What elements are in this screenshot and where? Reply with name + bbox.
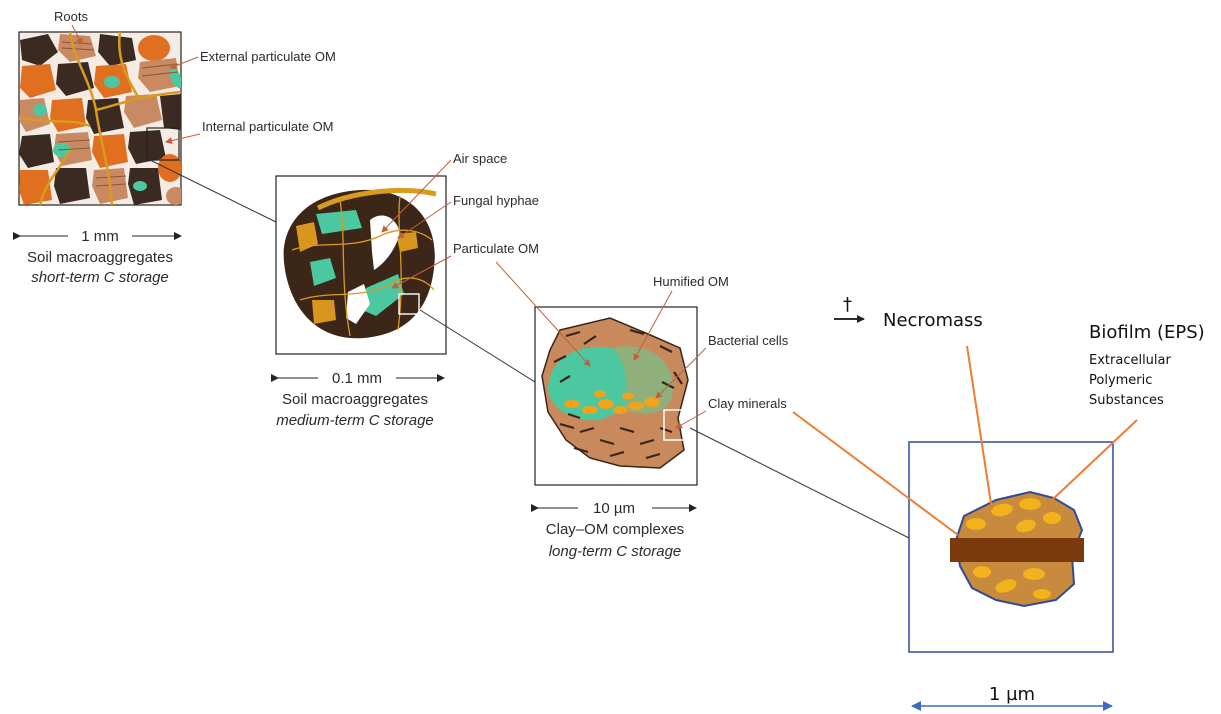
panel4-scale-label: 1 µm [989,684,1035,705]
panel3-clay-minerals [553,328,683,460]
panel-biofilm-1um [908,441,1114,653]
biofilm-line2: Polymeric [1089,373,1152,388]
biofilm-label: Biofilm (EPS) [1089,322,1205,343]
bacterial-cells-label: Bacterial cells [708,333,789,348]
panel1-caption: Soil macroaggregates [27,249,173,266]
necromass-leader [966,345,993,511]
internal-pom-label: Internal particulate OM [202,119,334,134]
panel1-storage: short-term C storage [31,269,169,286]
panel2-storage: medium-term C storage [276,412,434,429]
clay-minerals-leader [675,410,707,429]
panel2-caption: Soil macroaggregates [282,391,428,408]
panel4-cells [966,498,1061,599]
humified-om-leader [633,290,673,361]
particulate-om-leader [391,255,452,289]
clay-minerals-orange-leader [792,411,959,536]
panel1-scale-label: 1 mm [81,228,119,245]
panel2-outer-hypha [316,188,437,211]
panel-clay-om-complexes [534,306,698,486]
panel3-scale-label: 10 µm [593,500,635,517]
external-pom-leader [169,56,199,70]
roots-label: Roots [54,9,88,24]
biofilm-line3: Substances [1089,393,1164,408]
bacterial-cells-leader [655,347,707,399]
biofilm-line1: Extracellular [1089,353,1172,368]
panel-macroaggregates-01mm [275,175,447,355]
panel3-storage: long-term C storage [549,543,682,560]
connector-3-4 [689,427,910,539]
air-space-label: Air space [453,151,507,166]
fungal-hyphae-leader [397,201,452,239]
panel-macroaggregates-1mm [18,31,182,206]
particulate-om-leader-2 [495,261,591,367]
panel2-air-space [370,215,400,270]
connector-1-2 [149,159,277,223]
panel2-scale-label: 0.1 mm [332,370,382,387]
panel4-clay-band [950,538,1084,562]
air-space-leader [381,159,452,233]
internal-pom-leader [165,133,201,145]
panel1-particles [19,32,181,205]
fungal-hyphae-label: Fungal hyphae [453,193,539,208]
panel3-caption: Clay–OM complexes [546,521,684,538]
necromass-label: Necromass [883,310,983,331]
panel2-hyphae [291,195,435,337]
clay-minerals-label: Clay minerals [708,396,787,411]
dagger-symbol: † [843,294,852,315]
particulate-om-label: Particulate OM [453,241,539,256]
panel3-bacterial-cells [564,390,660,414]
connector-2-3 [419,309,536,383]
humified-om-label: Humified OM [653,274,729,289]
roots-leader [71,24,83,45]
biofilm-leader [1051,419,1138,501]
external-pom-label: External particulate OM [200,49,336,64]
